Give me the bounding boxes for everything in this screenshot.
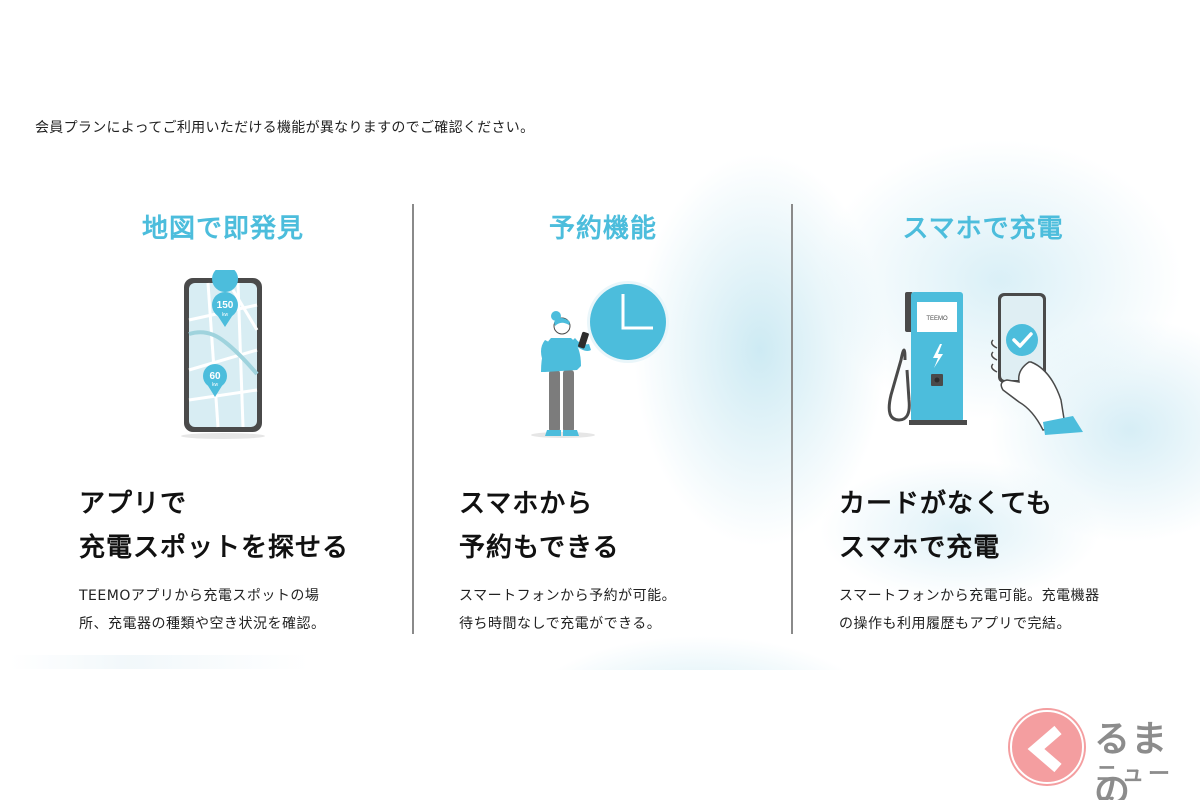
svg-text:kw: kw xyxy=(212,382,219,388)
map-pin-icon: 150 kw xyxy=(212,266,239,327)
woman-figure-icon xyxy=(541,311,591,436)
phone-map-icon: 150 kw 60 kw xyxy=(33,266,413,450)
headline-line-2: 充電スポットを探せる xyxy=(79,533,350,563)
description-line-1: スマートフォンから充電可能。充電機器 xyxy=(839,588,1100,604)
feature-title: スマホで充電 xyxy=(902,214,1064,244)
woman-clock-icon xyxy=(413,270,793,450)
description-line-2: の操作も利用履歴もアプリで完結。 xyxy=(839,616,1071,632)
column-divider xyxy=(791,204,793,634)
clock-icon xyxy=(587,281,669,363)
description-line-2: 待ち時間なしで充電ができる。 xyxy=(459,616,662,632)
map-pin-icon: 60 kw xyxy=(203,364,227,397)
headline-line-1: スマホから xyxy=(459,489,594,519)
column-divider xyxy=(412,204,414,634)
logo-text-line-1: るまの xyxy=(1094,719,1169,800)
feature-description: TEEMOアプリから充電スポットの場 所、充電器の種類や空き状況を確認。 xyxy=(79,582,326,638)
description-line-2: 所、充電器の種類や空き状況を確認。 xyxy=(79,616,326,632)
feature-map: 地図で即発見 150 kw xyxy=(33,200,413,640)
feature-headline: カードがなくても スマホで充電 xyxy=(839,482,1053,570)
feature-description: スマートフォンから充電可能。充電機器 の操作も利用履歴もアプリで完結。 xyxy=(839,582,1100,638)
ev-charger-icon: TEEMO xyxy=(887,292,967,425)
headline-line-2: 予約もできる xyxy=(459,533,620,563)
svg-text:150: 150 xyxy=(217,300,234,311)
intro-text: 会員プランによってご利用いただける機能が異なりますのでご確認ください。 xyxy=(35,120,535,136)
feature-title: 地図で即発見 xyxy=(141,214,304,244)
feature-smartphone-charge: スマホで充電 TEEMO xyxy=(793,200,1173,640)
feature-reservation: 予約機能 スマ xyxy=(413,200,793,640)
svg-text:60: 60 xyxy=(209,371,221,382)
description-line-1: TEEMOアプリから充電スポットの場 xyxy=(79,588,320,604)
phone-check-icon xyxy=(990,293,1083,435)
charger-phone-icon: TEEMO xyxy=(793,270,1173,450)
logo-text-line-2: ニュース xyxy=(1096,762,1175,800)
headline-line-1: アプリで xyxy=(79,489,188,519)
feature-headline: アプリで 充電スポットを探せる xyxy=(79,482,349,570)
headline-line-2: スマホで充電 xyxy=(839,533,1001,563)
headline-line-1: カードがなくても xyxy=(839,489,1053,519)
logo-mark-icon xyxy=(1010,710,1084,784)
description-line-1: スマートフォンから予約が可能。 xyxy=(459,588,677,604)
feature-description: スマートフォンから予約が可能。 待ち時間なしで充電ができる。 xyxy=(459,582,676,638)
background-band xyxy=(10,655,310,669)
kurumano-news-logo: るまの ニュース xyxy=(1008,708,1198,800)
svg-text:kw: kw xyxy=(222,312,229,318)
svg-text:TEEMO: TEEMO xyxy=(926,316,948,322)
feature-title: 予約機能 xyxy=(548,214,657,244)
feature-headline: スマホから 予約もできる xyxy=(459,482,619,570)
